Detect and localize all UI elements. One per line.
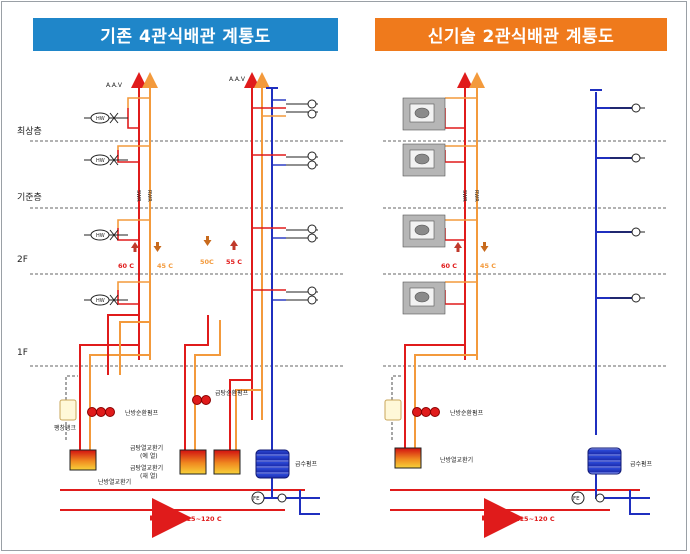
aav-label-left: A.A.V: [106, 82, 123, 89]
down-arrow-right: [480, 242, 489, 252]
hw-unit-labels: HW HW HW HW: [96, 116, 105, 304]
hotwater-circ-pumps: [192, 395, 211, 405]
swr-label-right: SWR: [461, 190, 467, 202]
supply-temp-right: 60 C: [441, 262, 457, 270]
hotwater-hx-preheat: [179, 449, 207, 475]
rwr-label-left: RWR: [146, 190, 152, 202]
right-water-tank: [587, 447, 622, 475]
down-arrow-left: [153, 242, 162, 252]
hotwater-branches: [252, 99, 286, 301]
expansion-tank: [59, 399, 77, 421]
hotwater-pump-label: 급탕순환펌프: [215, 389, 249, 397]
supply-temp-mid: 50C: [200, 258, 214, 266]
return-temp-left: 45 C: [157, 262, 173, 270]
rwr-label-right: RWR: [473, 190, 479, 202]
up-arrow-left: [131, 242, 139, 252]
hotwater-hx-reheat: [213, 449, 241, 475]
district-temp-left: 115~120 C: [182, 515, 222, 523]
right-plant-piping: [390, 344, 650, 515]
floor-divider-lines: [30, 140, 668, 367]
right-heating-branches: [444, 97, 477, 305]
svg-text:HW: HW: [96, 158, 105, 164]
heating-branches: [117, 97, 150, 305]
return-temp-right: 45 C: [480, 262, 496, 270]
hx-label-a: 급탕열교환기(예 열): [130, 444, 163, 460]
up-arrow-right: [454, 242, 462, 252]
right-expansion-tank: [384, 399, 402, 421]
meter-units-left: [286, 99, 318, 305]
check-valve-left: [277, 493, 287, 503]
hx-label-b: 급탕열교환기(재 열): [130, 464, 163, 480]
floor-label-1f: 1F: [17, 348, 28, 358]
meter-units-right: [610, 103, 645, 303]
heating-heat-exchanger: [69, 449, 97, 471]
check-valve-right: [595, 493, 605, 503]
swr-label-left: SWR: [135, 190, 141, 202]
svg-text:HW: HW: [96, 233, 105, 239]
heating-hx-label: 난방열교환기: [98, 478, 131, 486]
down-arrow-mid: [203, 236, 212, 246]
right-water-riser: [590, 89, 632, 435]
new-system-header: 신기술 2관식배관 계통도: [375, 18, 667, 51]
hotwater-risers: [244, 72, 278, 435]
right-heating-hx: [394, 447, 422, 469]
water-pump-label: 급수펌프: [295, 461, 318, 468]
right-water-pump-label: 급수펌프: [630, 461, 653, 468]
district-temp-right: 115~120 C: [515, 515, 555, 523]
room-unit-photos: [402, 97, 446, 315]
legacy-system-header: 기존 4관식배관 계통도: [33, 18, 338, 51]
return-temp-mid: 55 C: [226, 258, 242, 266]
fe-label-left: FE: [253, 496, 260, 502]
water-supply-tank: [255, 449, 290, 479]
up-arrow-mid: [230, 240, 238, 250]
supply-temp-left: 60 C: [118, 262, 134, 270]
fe-label-right: FE: [573, 496, 580, 502]
svg-text:HW: HW: [96, 298, 105, 304]
heating-pump-label: 난방순환펌프: [125, 409, 159, 417]
expansion-tank-label: 팽창탱크: [54, 424, 77, 432]
left-floor-units: [84, 112, 128, 306]
right-heating-pump-label: 난방순환펌프: [450, 409, 484, 417]
flow-meter-right: [571, 491, 585, 505]
flow-meter-left: [251, 491, 265, 505]
floor-label-typical: 기준층: [17, 193, 42, 203]
right-heating-pumps: [412, 407, 440, 417]
svg-text:HW: HW: [96, 116, 105, 122]
right-heating-hx-label: 난방열교환기: [440, 456, 473, 464]
heating-circ-pumps: [87, 407, 115, 417]
aav-label-mid: A.A.V: [229, 76, 246, 83]
floor-label-2f: 2F: [17, 255, 28, 265]
floor-label-top: 최상층: [17, 127, 42, 137]
